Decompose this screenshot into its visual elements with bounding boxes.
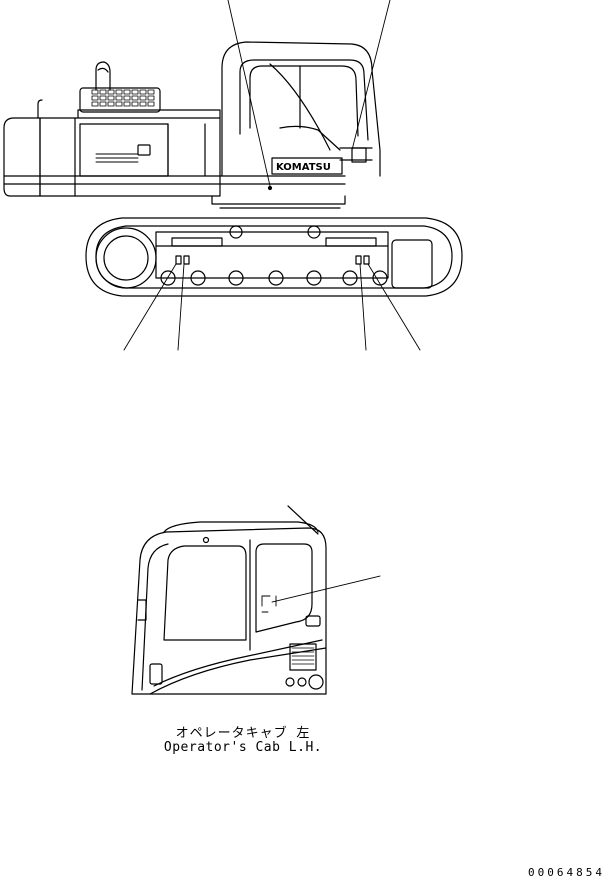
cab-lamp-3 [308, 674, 324, 690]
track-label-positions [175, 255, 370, 265]
track-frame [155, 231, 389, 279]
cab-leader-line [271, 575, 381, 603]
cab-body [221, 41, 381, 177]
exhaust-pipe [95, 61, 111, 91]
engine-hood [39, 117, 221, 197]
door-handle [137, 144, 151, 156]
operator-cab-lh-view [131, 505, 381, 695]
brand-logo-plate [271, 157, 343, 175]
excavator-side-view: KOMATSU [3, 0, 463, 351]
swing-base [211, 195, 346, 205]
handrail [37, 99, 43, 119]
caption-japanese: オペレータキャブ 左 [175, 726, 311, 741]
door-latch [149, 663, 163, 685]
radiator-grille [79, 87, 161, 113]
cab-lamp-1 [285, 677, 295, 687]
cab-roof [163, 521, 319, 533]
caption-english: Operator's Cab L.H. [163, 740, 323, 755]
grille-slots [91, 89, 155, 107]
idler-wheel [95, 227, 157, 289]
track-rollers [160, 225, 388, 286]
document-number: 00064854 [528, 866, 605, 879]
leader-lines [123, 0, 421, 351]
cab-rear-window [255, 543, 313, 633]
cab-door-window [163, 545, 247, 641]
drive-sprocket-cover [391, 239, 433, 289]
cab-outline [131, 527, 327, 695]
track-inner [95, 225, 453, 289]
door-stripes [95, 153, 139, 163]
cab-window [239, 59, 369, 141]
track-outer [85, 217, 463, 297]
cab-lamp-2 [297, 677, 307, 687]
brand-logo-text: KOMATSU [276, 162, 331, 173]
side-door-panel [79, 123, 169, 177]
cab-vent-grille [289, 643, 317, 671]
label-location-marker [261, 595, 277, 613]
